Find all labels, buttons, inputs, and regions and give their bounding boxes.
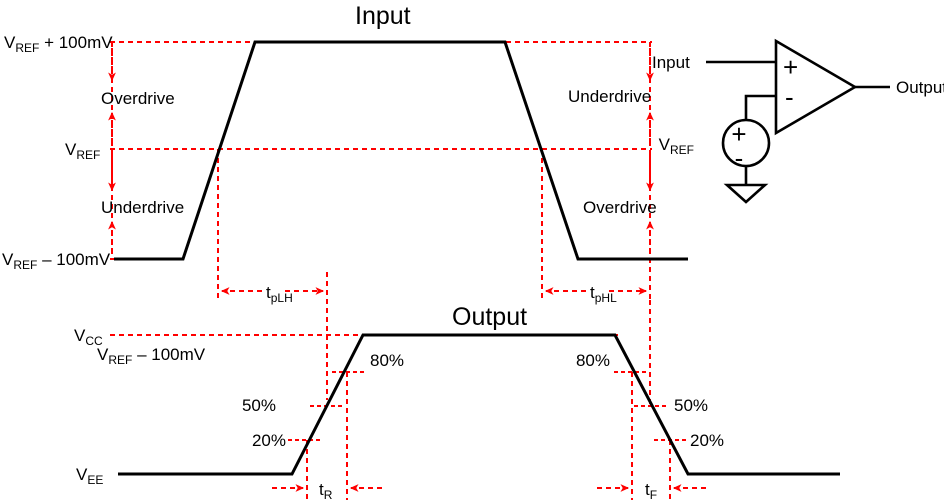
opamp-circuit: [706, 38, 890, 204]
input-low-level-label: VREF – 100mV: [2, 250, 111, 272]
tr-label: tR: [319, 480, 333, 502]
fall-20-percent-label: 20%: [690, 431, 724, 450]
underdrive-left-label: Underdrive: [101, 198, 184, 217]
fall-50-percent-label: 50%: [674, 396, 708, 415]
overdrive-left-label: Overdrive: [101, 89, 175, 108]
output-title: Output: [452, 303, 527, 331]
output-vcc-label: VCC: [74, 326, 103, 348]
tplh-label: tpLH: [266, 283, 293, 305]
output-waveform-trace: [118, 333, 840, 476]
input-ref-level-label: VREF: [65, 140, 100, 162]
circuit-output-label: Output: [896, 78, 944, 97]
circuit-inverting-wire: [744, 94, 776, 120]
fall-80-percent-label: 80%: [576, 351, 610, 370]
opamp-plus-terminal-icon: +: [783, 52, 798, 82]
rise-20-percent-label: 20%: [252, 431, 286, 450]
rise-80-percent-label: 80%: [370, 351, 404, 370]
tf-label: tF: [645, 480, 657, 502]
output-vcc-note-label: VREF – 100mV: [97, 345, 206, 367]
tphl-label: tpHL: [590, 283, 617, 305]
opamp-triangle-icon: [774, 38, 858, 136]
input-title: Input: [355, 2, 411, 30]
output-vee-label: VEE: [76, 465, 103, 487]
ground-symbol-icon: [723, 183, 769, 204]
source-plus-terminal-icon: +: [731, 119, 746, 149]
opamp-minus-terminal-icon: -: [785, 82, 794, 112]
rise-50-percent-label: 50%: [242, 396, 276, 415]
circuit-input-label: Input: [652, 53, 690, 72]
input-waveform-trace: [114, 40, 688, 261]
source-minus-terminal-icon: -: [735, 143, 744, 173]
circuit-vref-label: VREF: [659, 135, 694, 157]
input-high-level-label: VREF + 100mV: [4, 33, 113, 55]
overdrive-right-label: Overdrive: [583, 198, 657, 217]
underdrive-right-label: Underdrive: [568, 87, 651, 106]
